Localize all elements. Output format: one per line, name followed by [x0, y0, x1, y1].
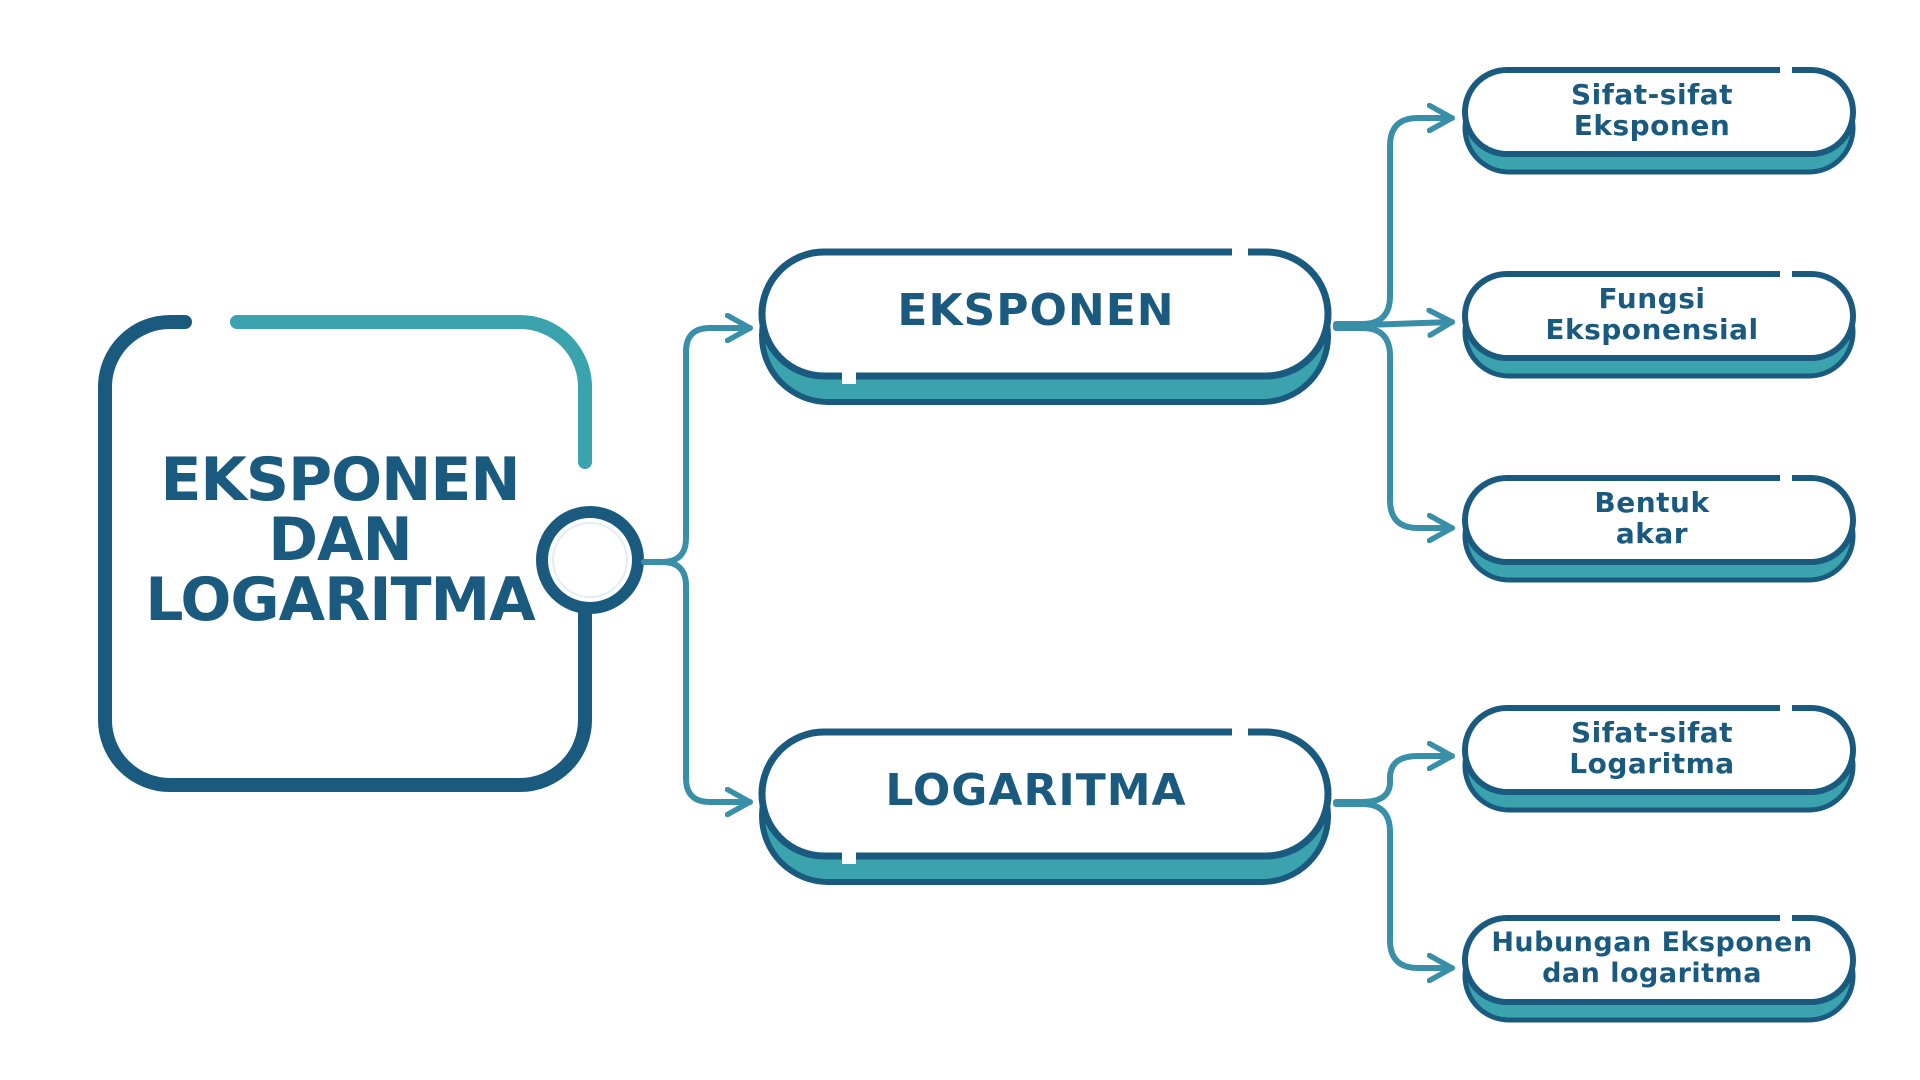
mid-logaritma-face — [758, 728, 1332, 860]
mid-eksponen-gap-top — [1232, 246, 1248, 260]
branch-label-eksponen: EKSPONEN — [897, 284, 1175, 336]
root-node — [98, 315, 644, 792]
leaf-face — [1462, 271, 1856, 361]
leaf-label-bentuk-akar: Bentuk akar — [1594, 486, 1710, 550]
leaf-face — [1462, 67, 1856, 157]
leaf-label-fungsi-eksponensial: Fungsi Eksponensial — [1545, 282, 1759, 346]
mid-eksponen-gap-bottom — [842, 370, 856, 384]
mid-eksponen-face — [758, 248, 1332, 380]
root-connectors — [641, 328, 753, 802]
connector-root-to-eksponen — [641, 328, 753, 565]
leaf-label-sifat-eksponen: Sifat-sifat Eksponen — [1570, 78, 1734, 142]
leaf-face — [1462, 915, 1856, 1005]
mid-logaritma-gap-bottom — [842, 850, 856, 864]
leaf-gap — [1780, 269, 1792, 279]
leaf-face — [1462, 705, 1856, 795]
leaf-face — [1462, 475, 1856, 565]
root-frame-dark — [98, 315, 592, 792]
leaf-gap — [1780, 703, 1792, 713]
leaf-node-sifat-logaritma — [1462, 703, 1856, 813]
leaf-label-sifat-logaritma: Sifat-sifat Logaritma — [1569, 716, 1735, 780]
connector-root-to-logaritma — [641, 559, 753, 802]
mid-node-logaritma — [758, 726, 1332, 885]
connector-eksponen-to-akar — [1333, 325, 1455, 528]
leaf-gap — [1780, 65, 1792, 75]
connector-eksponen-to-sifat — [1333, 118, 1455, 327]
leaf-label-hubungan: Hubungan Eksponen dan logaritma — [1491, 927, 1813, 989]
branch-connectors — [1333, 118, 1455, 968]
root-title: EKSPONEN DAN LOGARITMA — [145, 445, 535, 635]
root-frame-teal — [230, 315, 592, 469]
branch-label-logaritma: LOGARITMA — [885, 764, 1187, 816]
mid-node-eksponen — [758, 246, 1332, 405]
leaf-gap — [1780, 913, 1792, 923]
leaf-node-hubungan — [1462, 913, 1856, 1023]
leaf-node-bentuk-akar — [1462, 473, 1856, 583]
leaf-node-fungsi-eksponensial — [1462, 269, 1856, 379]
connector-logaritma-to-hubungan — [1333, 801, 1455, 968]
mid-logaritma-gap-top — [1232, 726, 1248, 740]
leaf-node-sifat-eksponen — [1462, 65, 1856, 175]
root-connector-inner — [552, 522, 628, 598]
leaf-gap — [1780, 473, 1792, 483]
connector-logaritma-to-sifat — [1333, 756, 1455, 805]
